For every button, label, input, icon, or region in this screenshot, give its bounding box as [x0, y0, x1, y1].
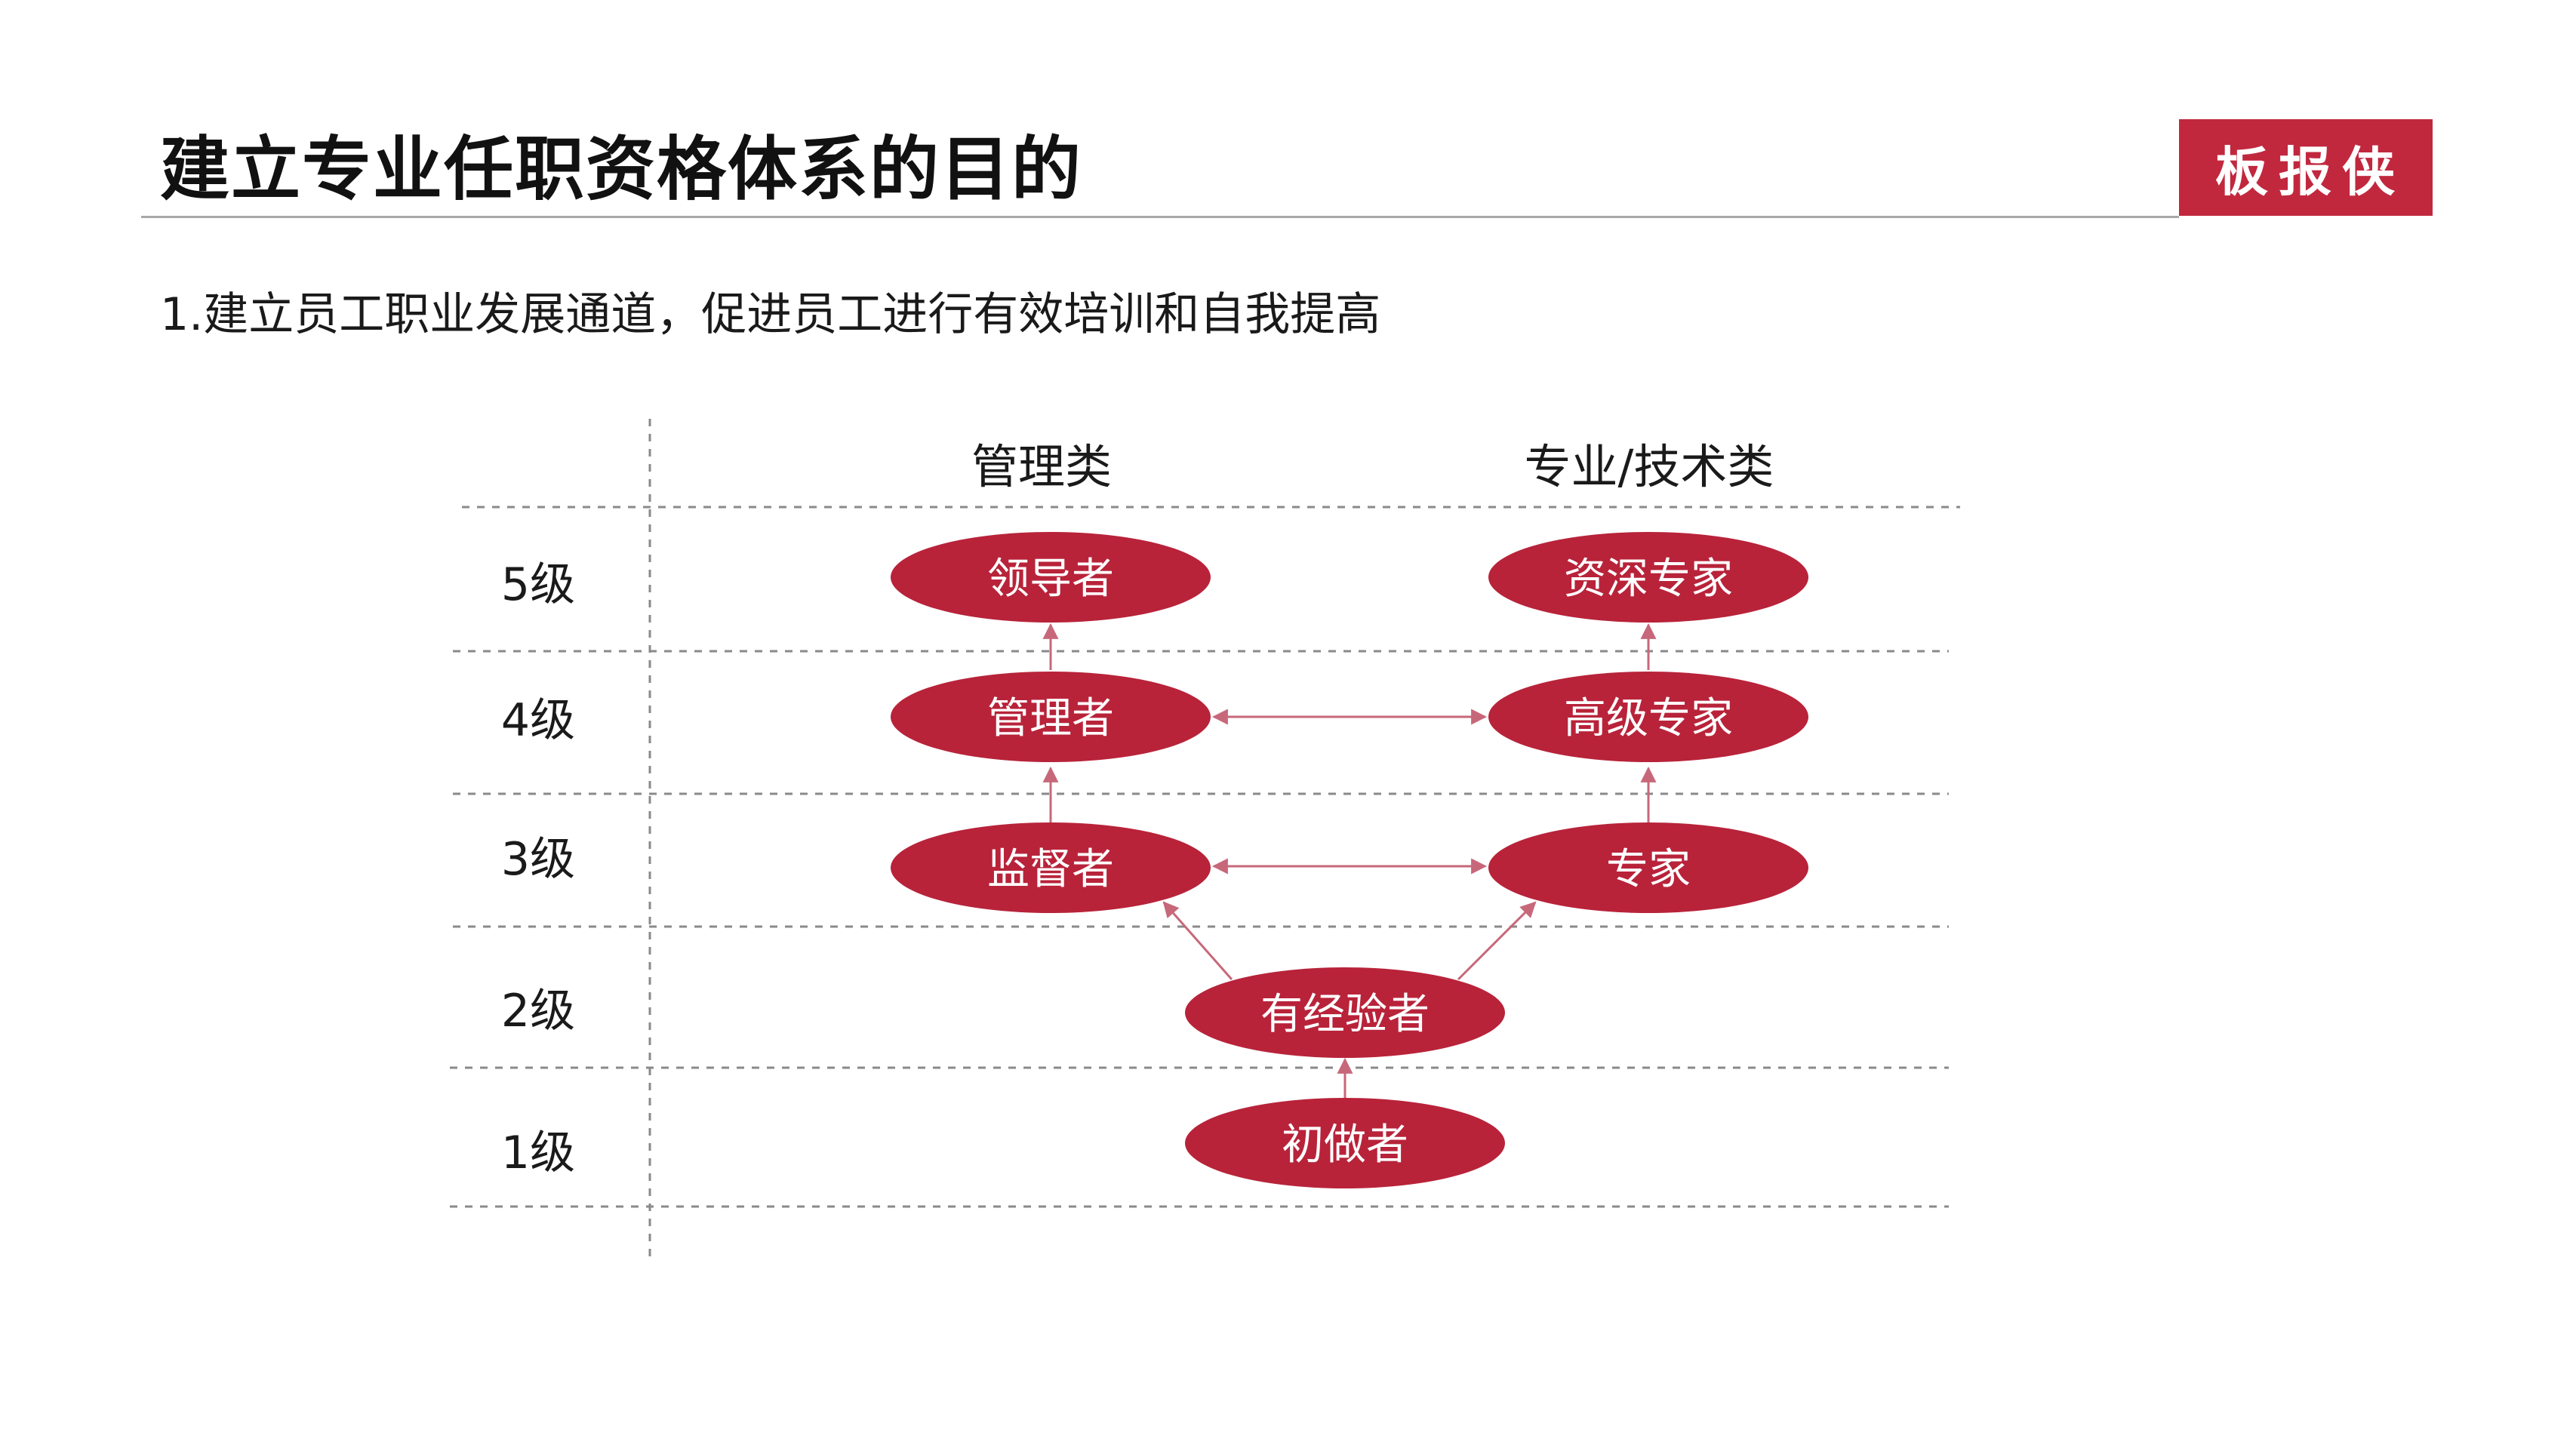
title-divider — [141, 216, 2179, 218]
subtitle: 1.建立员工职业发展通道，促进员工进行有效培训和自我提高 — [160, 288, 1381, 341]
level-label-4: 4级 — [501, 694, 575, 747]
arrow-experienced-to-expert — [1457, 901, 1537, 981]
level-label-1: 1级 — [501, 1127, 575, 1179]
grid-lines — [450, 419, 1960, 1262]
node-experienced: 有经验者 — [1185, 967, 1505, 1058]
node-experienced-label: 有经验者 — [1260, 990, 1430, 1039]
brand-logo: 板报侠 — [2179, 119, 2433, 216]
node-beginner-shape — [1185, 1098, 1505, 1188]
level-label-3: 3级 — [501, 833, 575, 886]
node-leader: 领导者 — [891, 532, 1211, 623]
node-supervisor-shape — [891, 822, 1211, 913]
node-manager: 管理者 — [891, 672, 1211, 762]
node-manager-shape — [891, 672, 1211, 762]
node-expert: 专家 — [1488, 822, 1808, 913]
node-supervisor-label: 监督者 — [987, 845, 1114, 894]
node-leader-shape — [891, 532, 1211, 623]
node-supervisor: 监督者 — [891, 822, 1211, 913]
level-label-2: 2级 — [501, 985, 575, 1038]
node-manager-label: 管理者 — [987, 694, 1114, 743]
node-expert-shape — [1488, 822, 1808, 913]
arrow-experienced-to-supervisor — [1162, 901, 1233, 980]
node-senior-expert: 资深专家 — [1488, 532, 1808, 623]
node-senior-expert-shape — [1488, 532, 1808, 623]
node-leader-label: 领导者 — [987, 555, 1114, 604]
node-experienced-shape — [1185, 967, 1505, 1058]
level-label-5: 5级 — [501, 558, 575, 611]
node-beginner: 初做者 — [1185, 1098, 1505, 1188]
page-title: 建立专业任职资格体系的目的 — [160, 129, 1083, 210]
node-advanced-expert: 高级专家 — [1488, 672, 1808, 762]
node-advanced-expert-shape — [1488, 672, 1808, 762]
node-advanced-expert-label: 高级专家 — [1564, 694, 1733, 743]
column-header-management: 管理类 — [971, 439, 1112, 494]
node-expert-label: 专家 — [1606, 845, 1691, 894]
node-senior-expert-label: 资深专家 — [1564, 555, 1733, 604]
node-beginner-label: 初做者 — [1282, 1121, 1408, 1170]
column-header-professional: 专业/技术类 — [1525, 439, 1774, 494]
arrows — [1042, 623, 1657, 1098]
